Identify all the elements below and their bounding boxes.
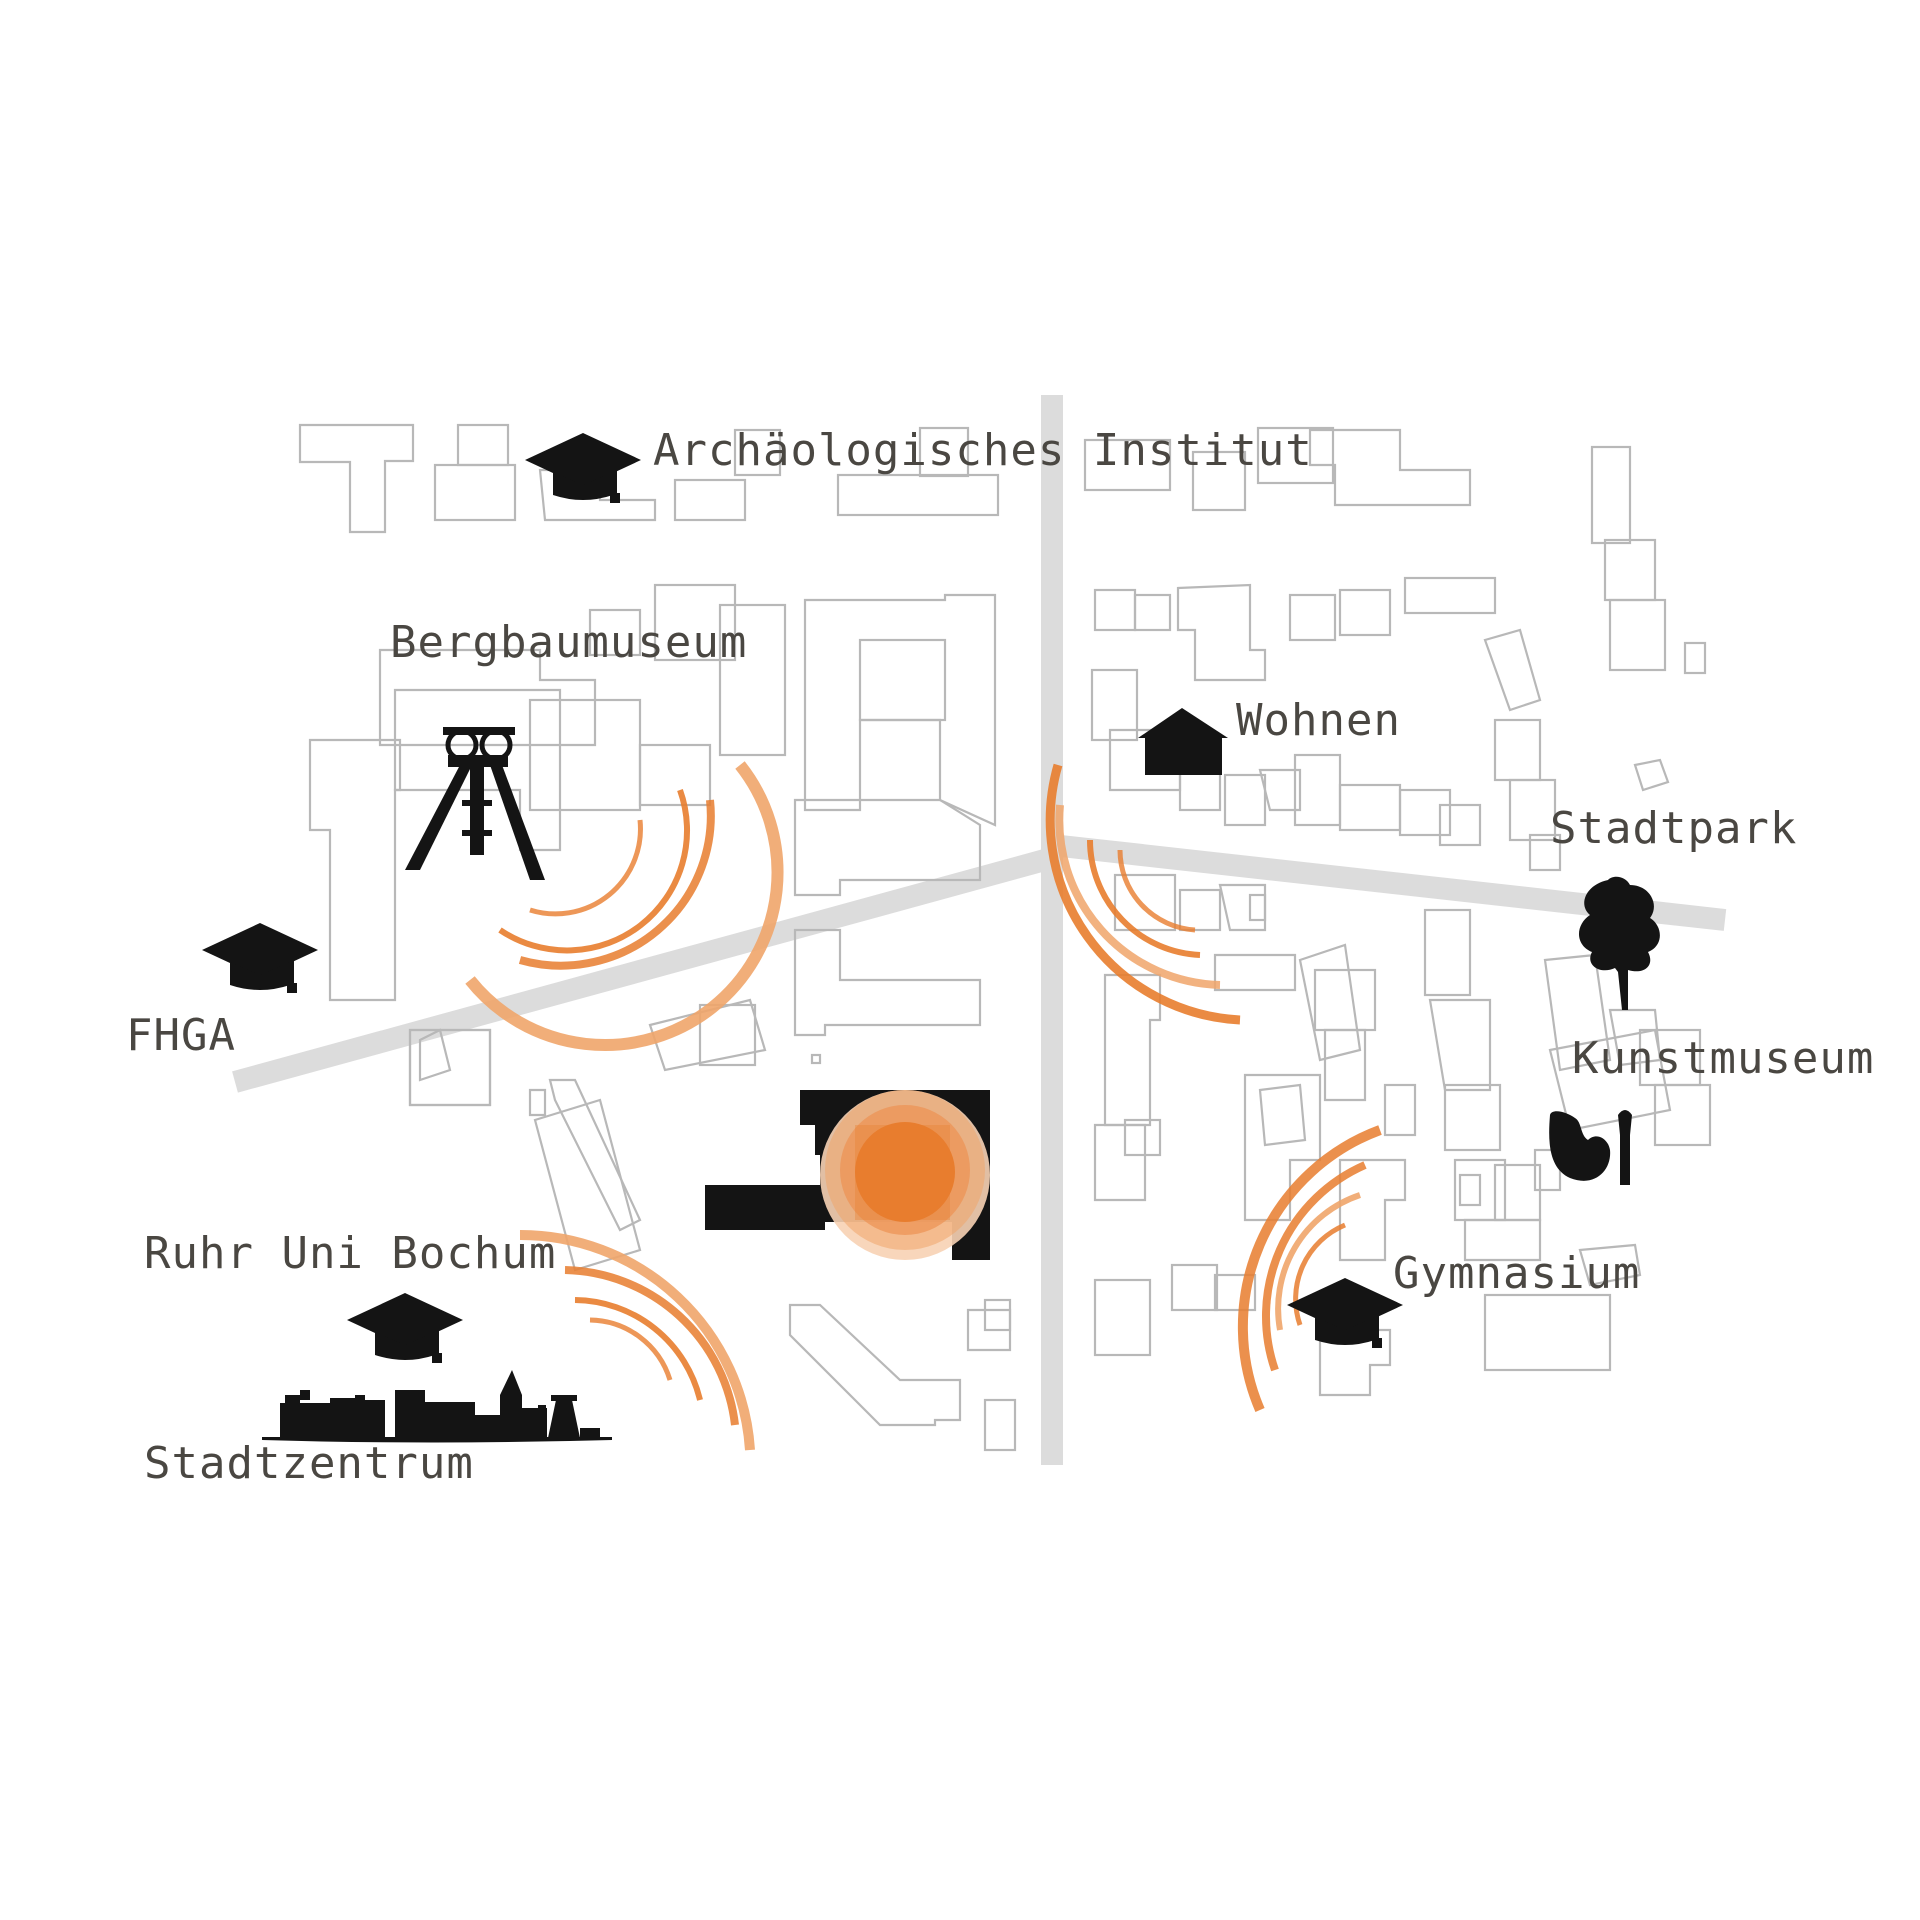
graduation-cap-icon <box>202 923 318 993</box>
roads <box>232 395 1727 1465</box>
graduation-cap-icon <box>525 433 641 503</box>
road-diagonal-west <box>232 847 1055 1093</box>
site-building-icon <box>705 1090 990 1260</box>
graduation-cap-icon <box>347 1293 463 1363</box>
label-art-museum: Kunstmuseum <box>1572 1033 1874 1084</box>
tree-icon <box>1578 876 1660 1010</box>
label-city-centre: Stadtzentrum <box>144 1438 474 1489</box>
label-gymnasium: Gymnasium <box>1393 1248 1640 1299</box>
label-mining-museum: Bergbaumuseum <box>390 617 747 668</box>
label-fhga: FHGA <box>126 1010 236 1061</box>
influence-arcs <box>465 761 1382 1451</box>
graduation-cap-icon <box>1287 1278 1403 1348</box>
house-icon <box>1138 708 1228 775</box>
mine-headframe-icon <box>405 727 545 880</box>
map-labels: Archäologisches Institut Bergbaumuseum W… <box>126 425 1874 1489</box>
palette-brush-icon <box>1549 1110 1632 1185</box>
arcs-bergbaumuseum <box>465 761 784 1052</box>
arcs-wohnen <box>1045 763 1241 1025</box>
label-city-park: Stadtpark <box>1550 803 1797 854</box>
arcs-ruhr-uni <box>519 1229 755 1451</box>
label-ruhr-uni: Ruhr Uni Bochum <box>144 1228 556 1279</box>
arcs-gymnasium <box>1237 1125 1382 1412</box>
label-housing: Wohnen <box>1236 695 1401 746</box>
label-archaeology: Archäologisches Institut <box>653 425 1313 476</box>
city-skyline-icon <box>262 1370 612 1443</box>
